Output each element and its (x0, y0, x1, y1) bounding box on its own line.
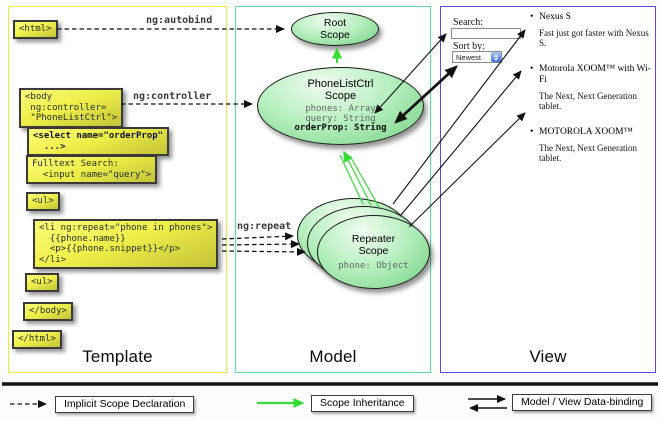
code-ul-open-text: <ul> (32, 196, 54, 206)
root-scope-ellipse: Root Scope (291, 12, 379, 46)
template-column-label: Template (82, 347, 153, 366)
up-arrow-icon (494, 53, 498, 57)
view-column-label: View (529, 347, 567, 366)
phonelistctrl-scope-subtitle: Scope (324, 90, 357, 103)
code-html-close: </html> (12, 330, 62, 349)
dropdown-stepper-icon (491, 52, 501, 62)
code-body-open-text: <body ng:controller= "PhoneListCtrl"> (25, 92, 118, 123)
phonelistctrl-scope-title: PhoneListCtrl (307, 78, 374, 91)
phonelistctrl-prop-query: query: String (305, 113, 376, 124)
code-select: <select name="orderProp" ...> (27, 127, 170, 156)
repeater-scope-title: Repeater (351, 232, 396, 245)
model-column-label: Model (309, 347, 357, 366)
code-body-close: </body> (23, 302, 73, 321)
code-body-open: <body ng:controller= "PhoneListCtrl"> (19, 88, 124, 128)
code-li-repeat-text: <li ng:repeat="phone in phones"> {{phone… (39, 223, 213, 265)
ng-controller-label: ng:controller (133, 91, 212, 102)
code-ul-close-text: <ul> (31, 277, 53, 287)
code-fulltext-search-text: Fulltext Search: <input name="query"> (32, 159, 152, 180)
code-ul-close: <ul> (25, 273, 59, 292)
search-label: Search: (453, 17, 483, 28)
code-ul-open: <ul> (26, 192, 60, 211)
repeater-scope-ellipse-front: Repeater Scope phone: Object (317, 215, 430, 289)
code-select-text: <select name="orderProp" ...> (33, 131, 164, 152)
phone-item-name: Motorola XOOM™ with Wi-Fi (528, 64, 656, 86)
repeater-prop-phone: phone: Object (338, 260, 409, 271)
code-html-open: <html> (13, 20, 58, 39)
sort-dropdown[interactable]: Newest (452, 51, 502, 63)
phone-item-desc: The Next, Next Generation tablet. (539, 91, 637, 111)
phone-item-name: Nexus S (528, 12, 656, 23)
phonelistctrl-prop-orderprop: orderProp: String (294, 123, 387, 134)
legend-scope-inheritance: Scope Inheritance (311, 395, 414, 412)
phone-item-desc: Fast just got faster with Nexus S. (539, 28, 649, 48)
phone-list: Nexus S Fast just got faster with Nexus … (528, 12, 656, 179)
phonelistctrl-scope-ellipse: PhoneListCtrl Scope phones: Array query:… (257, 67, 424, 145)
legend-model-view-data-binding: Model / View Data-binding (512, 394, 653, 411)
code-li-repeat: <li ng:repeat="phone in phones"> {{phone… (33, 219, 219, 269)
code-html-close-text: </html> (18, 334, 56, 344)
phone-item-desc: The Next, Next Generation tablet. (539, 143, 637, 163)
model-column: Model (235, 6, 431, 373)
phonelistctrl-prop-phones: phones: Array (305, 104, 376, 115)
sort-dropdown-value: Newest (456, 53, 482, 62)
phone-item-name: MOTOROLA XOOM™ (528, 127, 656, 138)
ng-repeat-label: ng:repeat (237, 221, 292, 232)
root-scope-title: Root (323, 17, 347, 29)
ng-autobind-label: ng:autobind (146, 15, 213, 26)
down-arrow-icon (494, 57, 498, 61)
code-html-open-text: <html> (19, 24, 52, 34)
legend-implicit-scope-declaration: Implicit Scope Declaration (55, 396, 195, 413)
root-scope-subtitle: Scope (320, 29, 350, 41)
code-body-close-text: </body> (29, 306, 67, 316)
search-input[interactable] (451, 28, 521, 39)
code-fulltext-search: Fulltext Search: <input name="query"> (26, 155, 158, 184)
repeater-scope-subtitle: Scope (358, 244, 389, 257)
